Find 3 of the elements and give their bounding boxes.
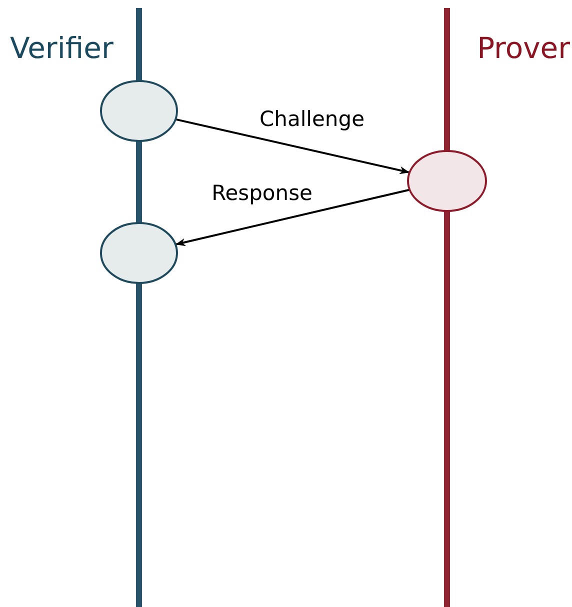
arrow xyxy=(175,118,410,174)
edge-label: Challenge xyxy=(260,107,364,131)
arrow xyxy=(175,188,410,246)
